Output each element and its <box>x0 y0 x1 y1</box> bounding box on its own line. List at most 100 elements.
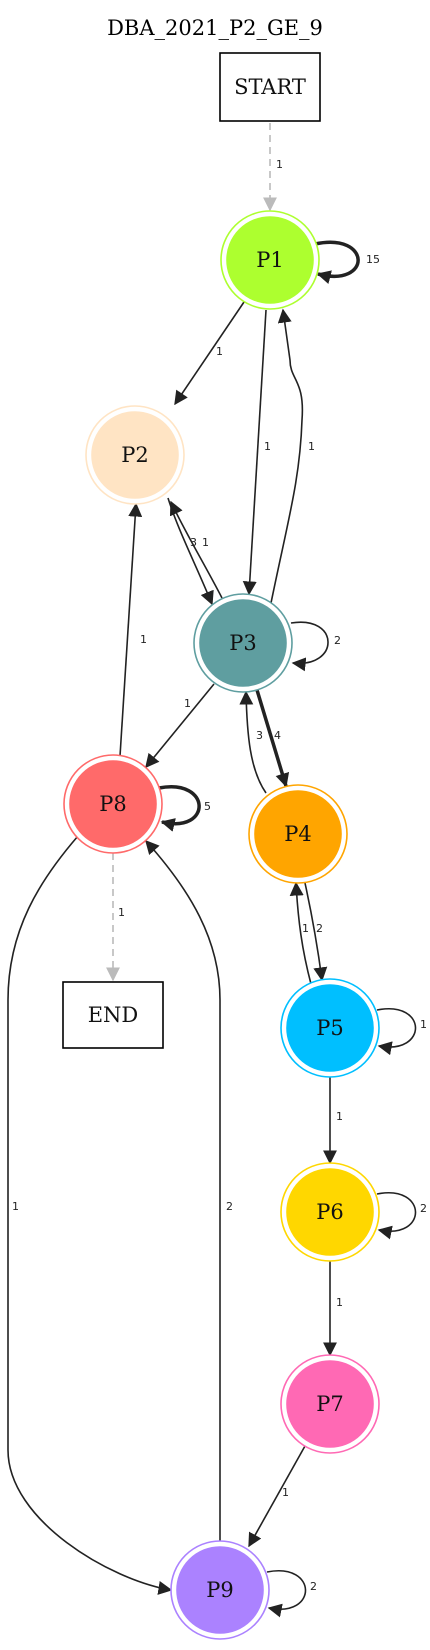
node-fill <box>286 1360 374 1448</box>
node-label: P4 <box>284 822 312 846</box>
edge-p2-p3: 3 <box>167 497 214 606</box>
node-label: P2 <box>121 443 149 467</box>
edge-p1-p2: 1 <box>174 301 245 406</box>
edge-label: 15 <box>366 253 380 266</box>
edge-p3-p1: 1 <box>270 308 315 604</box>
edge-label: 1 <box>140 633 147 646</box>
end-node: END <box>62 981 164 1049</box>
edge-label: 2 <box>316 922 323 935</box>
edge-p6-p7: 1 <box>323 1261 343 1357</box>
edge-line <box>314 240 360 284</box>
edge-line <box>167 497 214 606</box>
node-fill <box>286 1168 374 1256</box>
edge-p4-p3: 3 <box>239 690 267 794</box>
edge-line <box>376 1007 417 1056</box>
edge-label: 1 <box>282 1486 289 1499</box>
start-node-box <box>219 52 321 122</box>
edge-p3-p2: 1 <box>169 500 223 599</box>
edge-line <box>255 689 290 788</box>
node-p7: P7 <box>280 1354 380 1454</box>
edge-label: 5 <box>204 800 211 813</box>
edge-p8-p8: 5 <box>158 785 211 832</box>
start-node-label: START <box>234 75 306 99</box>
edge-label: 1 <box>420 1018 427 1031</box>
edge-label: 1 <box>118 906 125 919</box>
edge-line <box>158 785 201 832</box>
edge-p9-p9: 2 <box>266 1570 317 1618</box>
node-fill <box>176 1546 264 1634</box>
edge-label: 1 <box>276 158 283 171</box>
node-label: P8 <box>99 792 127 816</box>
edge-p3-p3: 2 <box>290 621 341 672</box>
node-fill <box>254 790 342 878</box>
node-fill <box>69 760 157 848</box>
edge-line <box>266 1570 307 1618</box>
node-label: P5 <box>316 1016 344 1040</box>
edge-label: 3 <box>190 536 197 549</box>
edge-p8-end: 1 <box>106 853 125 982</box>
node-p9: P9 <box>170 1540 270 1640</box>
edge-label: 3 <box>256 729 263 742</box>
edge-label: 1 <box>12 1200 19 1213</box>
node-p8: P8 <box>63 754 163 854</box>
edge-p1-p1: 15 <box>314 240 380 284</box>
edge-line <box>289 881 312 985</box>
edge-p3-p4: 4 <box>255 689 290 788</box>
edge-p8-p2: 1 <box>119 502 147 757</box>
edge-label: 2 <box>310 1580 317 1593</box>
edge-label: 1 <box>336 1296 343 1309</box>
node-fill <box>199 599 287 687</box>
node-label: P9 <box>206 1578 234 1602</box>
node-label: P3 <box>229 631 257 655</box>
node-label: P7 <box>316 1392 344 1416</box>
edge-p9-p8: 2 <box>145 839 233 1541</box>
edge-line <box>270 308 304 604</box>
node-fill <box>286 984 374 1072</box>
node-fill <box>226 216 314 304</box>
edge-label: 1 <box>202 536 209 549</box>
end-node-box <box>62 981 164 1049</box>
edge-line <box>119 502 143 757</box>
edge-line <box>376 1192 417 1240</box>
edge-p7-p9: 1 <box>248 1445 306 1548</box>
edge-p3-p8: 1 <box>145 683 215 769</box>
end-node-label: END <box>88 1003 139 1027</box>
edge-label: 1 <box>216 345 223 358</box>
edge-label: 4 <box>274 729 281 742</box>
node-p1: P1 <box>220 210 320 310</box>
edge-p6-p6: 2 <box>376 1192 427 1240</box>
edge-p5-p5: 1 <box>376 1007 427 1056</box>
edge-line <box>7 835 173 1595</box>
edge-p5-p4: 1 <box>289 881 312 985</box>
edge-label: 2 <box>420 1202 427 1215</box>
edge-line <box>239 690 267 794</box>
node-label: P1 <box>256 248 284 272</box>
edge-p4-p5: 2 <box>304 882 328 982</box>
start-node: START <box>219 52 321 122</box>
edge-line <box>304 882 328 982</box>
node-fill <box>91 411 179 499</box>
edge-line <box>145 839 221 1541</box>
node-p2: P2 <box>85 405 185 505</box>
node-p4: P4 <box>248 784 348 884</box>
edge-line <box>145 683 215 769</box>
edge-p5-p6: 1 <box>323 1077 343 1165</box>
edge-line <box>290 621 329 672</box>
edge-line <box>248 1445 306 1548</box>
edge-start-p1: 1 <box>263 123 283 212</box>
edge-label: 2 <box>334 634 341 647</box>
node-p5: P5 <box>280 978 380 1078</box>
node-label: P6 <box>316 1200 344 1224</box>
node-p3: P3 <box>193 593 293 693</box>
edge-line <box>242 309 267 596</box>
edge-label: 1 <box>264 440 271 453</box>
diagram-title: DBA_2021_P2_GE_9 <box>107 16 323 40</box>
edge-label: 1 <box>184 697 191 710</box>
edge-label: 2 <box>226 1200 233 1213</box>
node-p6: P6 <box>280 1162 380 1262</box>
edge-label: 1 <box>308 440 315 453</box>
edge-line <box>174 301 245 406</box>
